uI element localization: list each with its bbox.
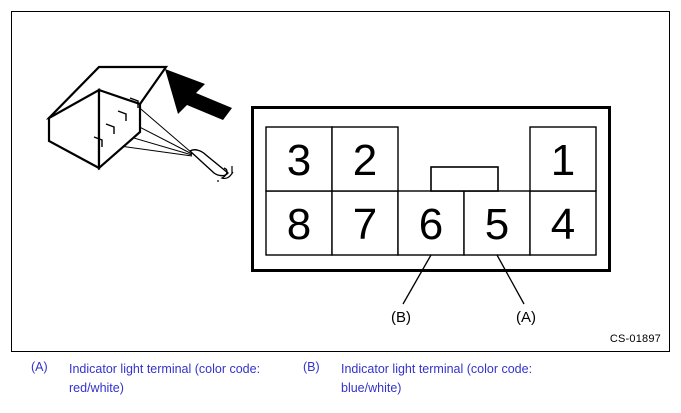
pin-cell-7 [331, 190, 399, 256]
pin-number-group-bottom: 8 7 6 5 4 [287, 200, 575, 249]
pin-cell-2 [331, 126, 399, 192]
pin-layout: 3 2 1 8 7 6 5 4 (B) (A) [241, 96, 621, 346]
pin-cell-group-top [265, 126, 597, 192]
callout-leader-b [402, 254, 432, 305]
locking-tab-notch [430, 166, 499, 192]
legend-key-a: (A) [31, 360, 48, 374]
callout-key-b: (B) [391, 309, 411, 326]
callout-key-a: (A) [516, 309, 536, 326]
pin-number-3: 3 [287, 136, 311, 185]
connector-illustration [42, 42, 242, 187]
pin-cell-5 [463, 190, 531, 256]
pin-cell-1 [529, 126, 597, 192]
wire-bundle-tube [188, 149, 229, 177]
callout-leader-a [496, 254, 525, 305]
pin-cell-4 [529, 190, 597, 256]
legend-text-a: Indicator light terminal (color code: re… [69, 362, 261, 395]
pin-number-1: 1 [551, 136, 575, 185]
legend-key-b: (B) [303, 360, 320, 374]
wire-break-mark [220, 167, 234, 180]
connector-illustration-svg [45, 65, 234, 187]
legend: (A) Indicator light terminal (color code… [11, 360, 670, 408]
drawing-number: CS-01897 [609, 333, 661, 345]
connector-slot-marks [93, 97, 139, 147]
pin-number-7: 7 [353, 200, 377, 249]
pin-cell-group-bottom [265, 190, 597, 256]
connector-slot-face [97, 88, 142, 171]
pin-number-6: 6 [419, 200, 443, 249]
callout-key-group: (B) (A) [391, 309, 536, 326]
legend-text-b: Indicator light terminal (color code: bl… [341, 362, 533, 395]
pin-number-2: 2 [353, 136, 377, 185]
pin-number-8: 8 [287, 200, 311, 249]
pin-number-4: 4 [551, 200, 575, 249]
pin-number-5: 5 [485, 200, 509, 249]
pin-number-group-top: 3 2 1 [287, 136, 575, 185]
pin-cell-3 [265, 126, 333, 192]
figure-frame: 3 2 1 8 7 6 5 4 (B) (A) [11, 11, 670, 352]
pin-cell-6 [397, 190, 465, 256]
insertion-direction-arrow-icon [165, 69, 232, 120]
callout-leader-lines [402, 254, 525, 305]
pin-layout-svg: 3 2 1 8 7 6 5 4 (B) (A) [251, 106, 611, 326]
